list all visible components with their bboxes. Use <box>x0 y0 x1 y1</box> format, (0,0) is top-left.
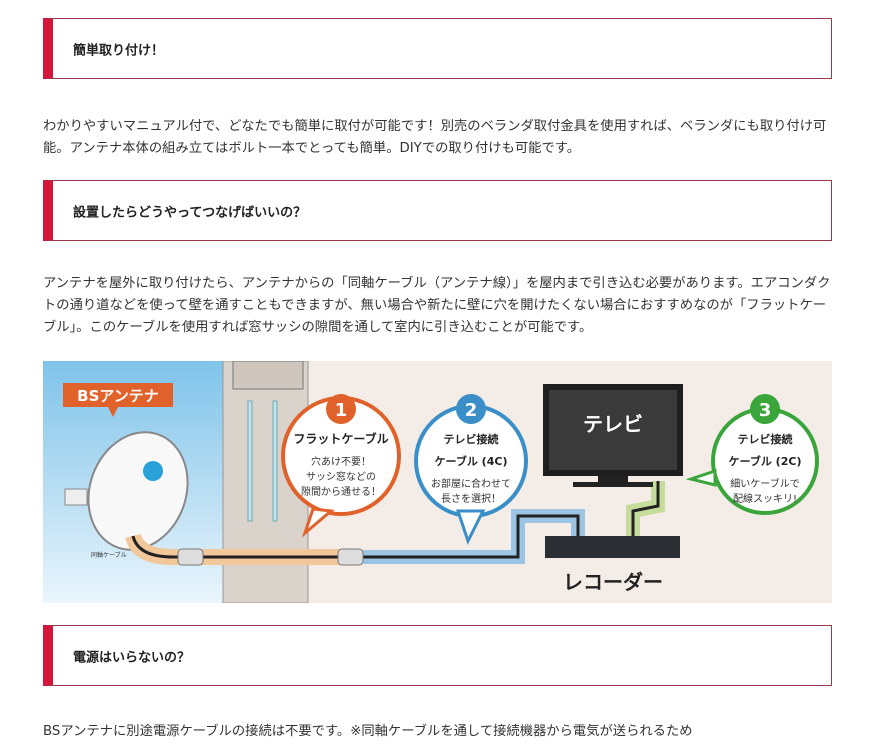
heading-text: 設置したらどうやってつなげばいいの？ <box>73 205 307 220</box>
illustration-shape <box>272 400 278 522</box>
illustration-shape <box>131 535 353 559</box>
paragraph-power: BSアンテナに別途電源ケーブルの接続は不要です。※同軸ケーブルを通して接続機器か… <box>43 724 693 739</box>
illustration-shape <box>337 548 364 566</box>
illustration-shape <box>64 488 88 506</box>
illustration-shape <box>108 407 118 417</box>
connection-illustration: BSアンテナ 同軸ケーブル テレビ レコーダー 1 フラットケーブル 穴あけ不要… <box>43 361 832 603</box>
illustration-text: 隙間から通せる！ <box>301 485 381 498</box>
illustration-shape <box>247 400 253 522</box>
heading-text: 電源はいらないの？ <box>73 650 191 665</box>
illustration-shape <box>301 507 335 538</box>
illustration-shape <box>631 481 660 536</box>
illustration-text: テレビ接続 <box>738 432 793 446</box>
illustration-text: 配線スッキリ! <box>733 492 797 505</box>
recorder-icon: レコーダー <box>545 536 680 594</box>
antenna-label-tag: BSアンテナ <box>63 383 173 417</box>
illustration-shape <box>549 390 677 470</box>
illustration-text: 1 <box>335 400 348 421</box>
heading-power: 電源はいらないの？ <box>43 625 832 686</box>
illustration-text: 細いケーブルで <box>730 477 799 490</box>
illustration-shape <box>177 548 204 566</box>
illustration-shape <box>598 476 628 482</box>
callout-flat-cable: 1 フラットケーブル 穴あけ不要！ サッシ窓などの 隙間から通せる！ <box>281 394 401 538</box>
illustration-shape <box>456 394 486 424</box>
illustration-text: 3 <box>759 400 772 421</box>
illustration-shape <box>87 431 189 551</box>
illustration-text: テレビ接続 <box>444 432 499 446</box>
tv-label: テレビ <box>583 412 643 436</box>
illustration-shape <box>750 394 780 424</box>
antenna-label: BSアンテナ <box>77 387 159 405</box>
heading-text: 簡単取り付け！ <box>73 43 165 58</box>
illustration-shape <box>455 509 486 545</box>
illustration-shape <box>232 361 304 390</box>
antenna-dish-icon <box>64 431 189 551</box>
recorder-label: レコーダー <box>563 570 663 594</box>
illustration-shape <box>573 482 653 487</box>
heading-easy-install: 簡単取り付け！ <box>43 18 832 79</box>
illustration-text: サッシ窓などの <box>306 470 376 483</box>
illustration-text: ケーブル (4C) <box>435 454 508 468</box>
illustration-shape <box>545 536 680 558</box>
paragraph-how-to-connect: アンテナを屋外に取り付けたら、アンテナからの「同軸ケーブル（アンテナ線）」を屋内… <box>43 276 831 335</box>
paragraph-easy-install: わかりやすいマニュアル付で、どなたでも簡単に取付が可能です！別売のベランダ取付金… <box>43 119 827 156</box>
illustration-text: 2 <box>465 400 478 421</box>
illustration-text: フラットケーブル <box>293 431 388 446</box>
callout-2c-cable: 3 テレビ接続 ケーブル (2C) 細いケーブルで 配線スッキリ! <box>685 394 819 515</box>
illustration-text: ケーブル (2C) <box>729 454 802 468</box>
illustration-shape <box>143 461 163 481</box>
illustration-shape <box>685 468 717 487</box>
coax-label: 同軸ケーブル <box>91 551 127 559</box>
illustration-shape <box>353 514 580 559</box>
illustration-shape <box>63 383 173 407</box>
tv-icon: テレビ <box>543 384 683 487</box>
heading-how-to-connect: 設置したらどうやってつなげばいいの？ <box>43 180 832 241</box>
callout-4c-cable: 2 テレビ接続 ケーブル (4C) お部屋に合わせて 長さを選択！ <box>414 394 528 545</box>
illustration-text: お部屋に合わせて <box>431 477 511 490</box>
illustration-text: 長さを選択！ <box>441 492 501 505</box>
illustration-text: 穴あけ不要！ <box>311 455 371 468</box>
illustration-shape <box>326 394 356 424</box>
